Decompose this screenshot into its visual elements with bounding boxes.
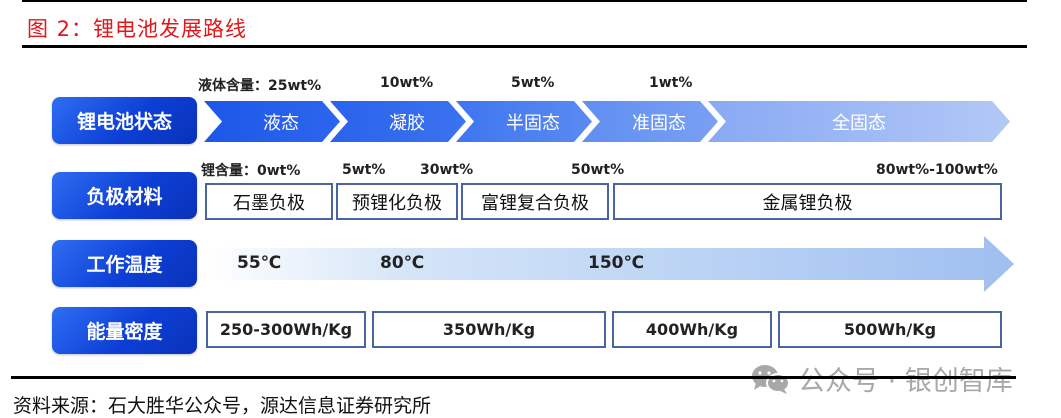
battery-state-chevrons: 液态 凝胶 半固态 准固态 全固态 bbox=[204, 101, 1014, 142]
temperature-80: 80℃ bbox=[380, 253, 425, 273]
anode-prelithiated: 预锂化负极 bbox=[336, 183, 458, 220]
row-label-anode: 负极材料 bbox=[52, 172, 197, 219]
lithium-content-30: 30wt% bbox=[420, 162, 474, 178]
anode-lithium-metal: 金属锂负极 bbox=[613, 183, 1002, 220]
liquid-content-1: 1wt% bbox=[649, 75, 693, 91]
watermark-text: 公众号 · 银创智库 bbox=[798, 366, 1013, 397]
stage-liquid: 液态 bbox=[263, 112, 299, 134]
figure-title: 图 2：锂电池发展路线 bbox=[27, 17, 248, 41]
temperature-55: 55℃ bbox=[237, 253, 282, 273]
lithium-content-80-100: 80wt%-100wt% bbox=[876, 162, 998, 178]
temperature-150: 150℃ bbox=[588, 253, 645, 273]
row-label-battery-state: 锂电池状态 bbox=[52, 97, 197, 144]
title-rule bbox=[22, 45, 1027, 48]
stage-quasi-solid: 准固态 bbox=[632, 112, 686, 134]
lithium-content-label: 锂含量：0wt% bbox=[201, 163, 301, 179]
temperature-arrow-graphic bbox=[204, 236, 1014, 292]
lithium-content-5: 5wt% bbox=[342, 162, 386, 178]
lithium-content-50: 50wt% bbox=[571, 162, 625, 178]
anode-graphite: 石墨负极 bbox=[205, 183, 333, 220]
stage-semi-solid: 半固态 bbox=[506, 112, 560, 134]
chevron-arrows-graphic bbox=[204, 101, 1010, 142]
row-label-temperature: 工作温度 bbox=[52, 240, 197, 287]
energy-density-500: 500Wh/Kg bbox=[778, 311, 1002, 348]
source-note: 资料来源：石大胜华公众号，源达信息证券研究所 bbox=[13, 395, 432, 417]
liquid-content-label: 液体含量：25wt% bbox=[198, 78, 322, 94]
energy-density-250-300: 250-300Wh/Kg bbox=[206, 311, 366, 348]
liquid-content-5: 5wt% bbox=[511, 75, 555, 91]
energy-density-400: 400Wh/Kg bbox=[612, 311, 772, 348]
bottom-rule bbox=[11, 376, 1016, 379]
liquid-content-10: 10wt% bbox=[380, 75, 434, 91]
row-label-energy-density: 能量密度 bbox=[52, 307, 197, 354]
anode-lithium-rich-composite: 富锂复合负极 bbox=[461, 183, 609, 220]
energy-density-350: 350Wh/Kg bbox=[372, 311, 606, 348]
stage-gel: 凝胶 bbox=[389, 112, 425, 134]
top-rule bbox=[22, 0, 1027, 2]
stage-all-solid: 全固态 bbox=[832, 112, 886, 134]
